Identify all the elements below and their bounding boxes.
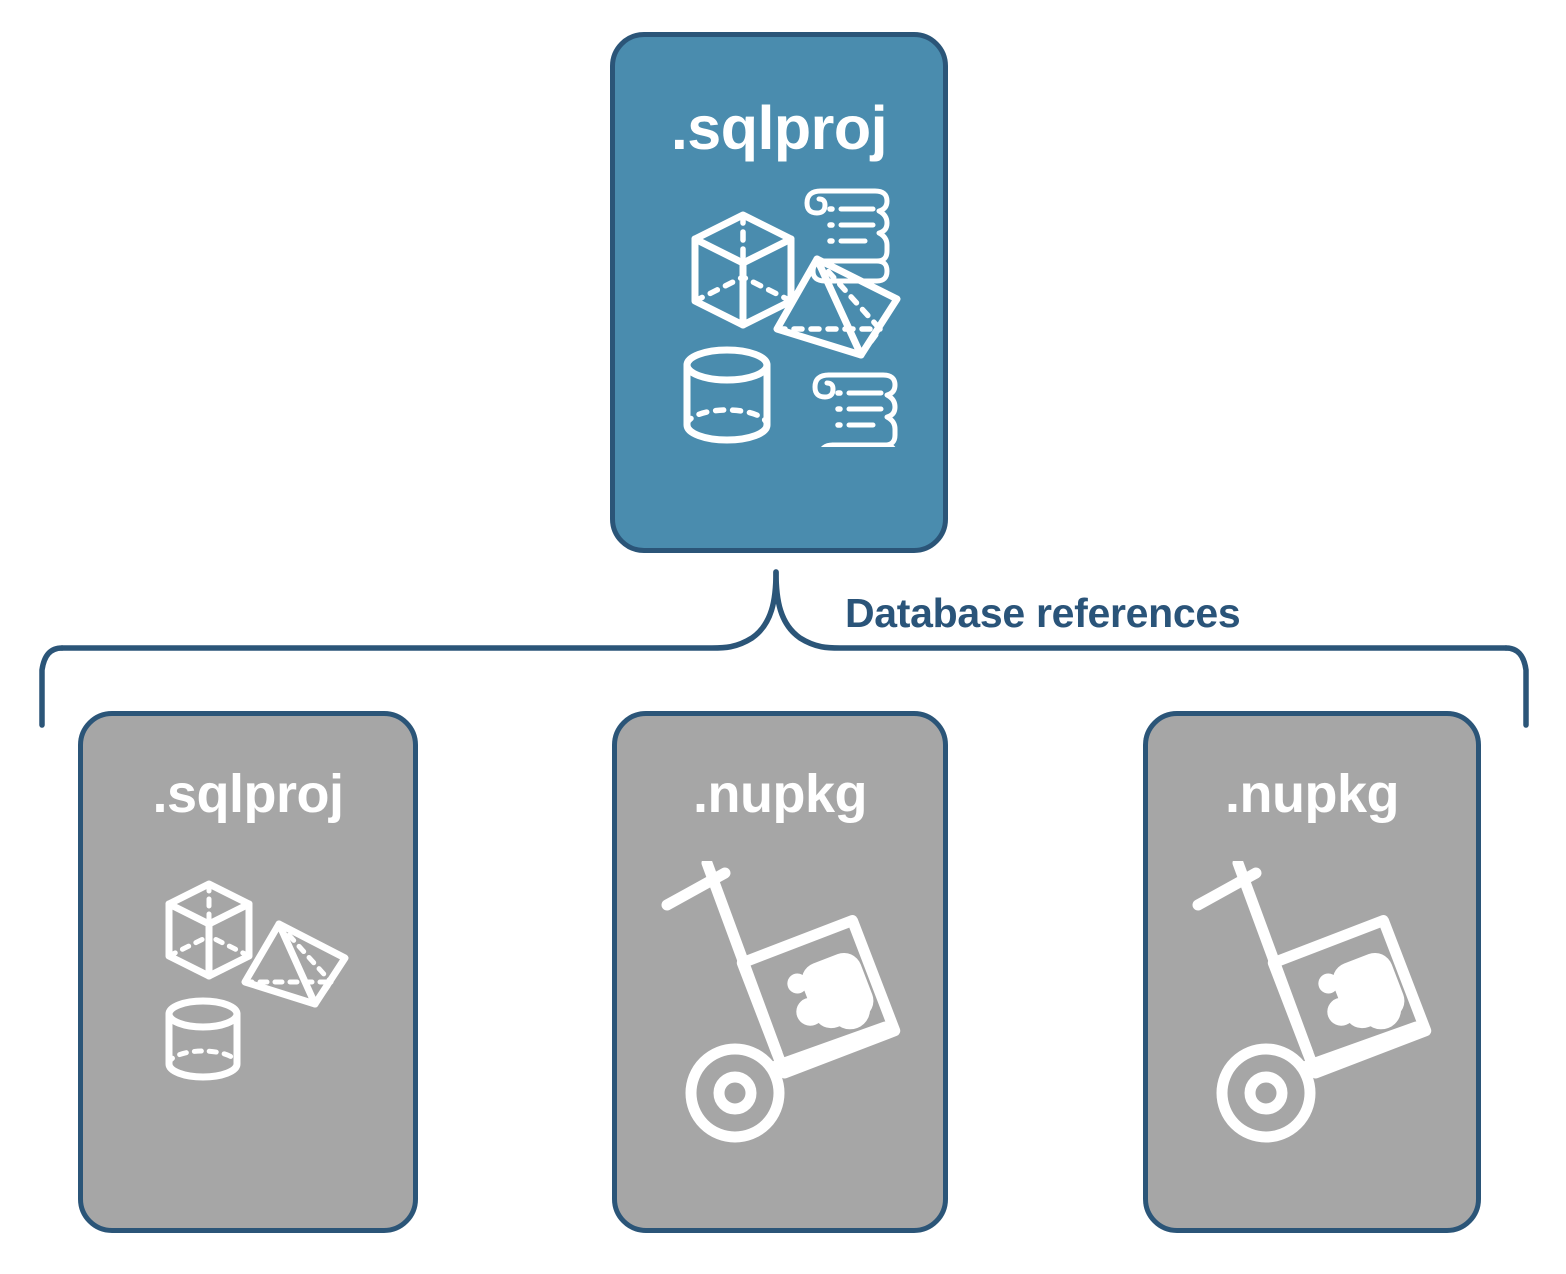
pyramid-icon [241,920,349,1008]
cube-icon [691,211,795,329]
root-icon-cluster [683,188,901,447]
node-reference-sqlproj[interactable]: .sqlproj [78,711,418,1233]
node-reference-label: .nupkg [1225,764,1399,824]
node-reference-nupkg[interactable]: .nupkg [1143,711,1481,1233]
cylinder-icon [165,997,241,1081]
pyramid-icon [773,255,901,359]
hand-truck-package-icon [661,861,891,1143]
brace-right-end [1503,645,1529,728]
reference-icon-cluster [1192,861,1432,1143]
cube-icon [165,880,253,980]
scroll-icon [804,188,890,284]
package-box-icon [1267,915,1432,1079]
connector-label: Database references [845,590,1241,636]
node-reference-label: .sqlproj [152,764,344,824]
node-root-sqlproj[interactable]: .sqlproj [610,32,948,553]
cylinder-icon [683,346,771,444]
scroll-icon [812,372,898,447]
brace-left-half [59,569,779,651]
node-root-label: .sqlproj [670,94,888,162]
reference-icon-cluster [661,861,901,1143]
hand-truck-package-icon [1192,861,1422,1143]
package-box-icon [736,915,901,1079]
brace-left-end [39,645,65,728]
node-reference-nupkg[interactable]: .nupkg [612,711,948,1233]
node-reference-label: .nupkg [693,764,867,824]
reference-icon-cluster [165,880,349,1081]
